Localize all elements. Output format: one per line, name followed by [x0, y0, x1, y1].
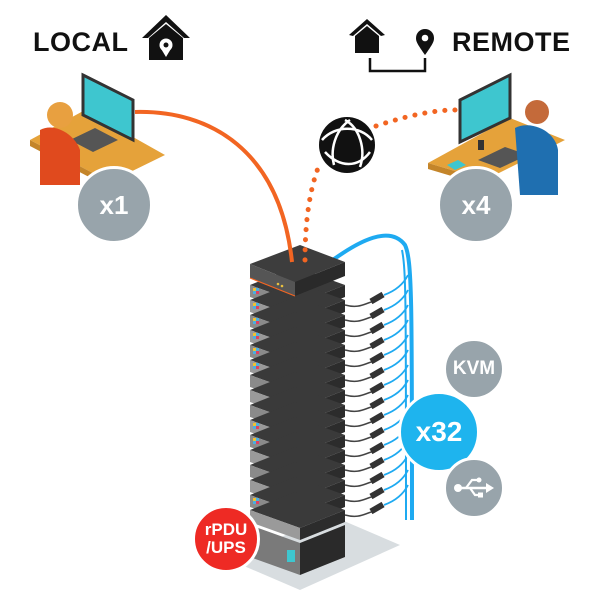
- globe-network-icon: [319, 117, 375, 173]
- target-dongle: [344, 304, 409, 338]
- target-dongles: [344, 274, 409, 518]
- local-label: LOCAL: [33, 27, 129, 57]
- home-icon: [349, 19, 385, 53]
- local-user-count: x1: [99, 189, 129, 220]
- server-rack: [250, 267, 345, 575]
- local-user-count-badge: x1: [75, 166, 153, 244]
- target-dongle: [344, 394, 409, 428]
- remote-link-2: [373, 107, 458, 129]
- kvm-switch: [249, 245, 345, 297]
- remote-user-count: x4: [461, 189, 491, 220]
- target-dongle: [344, 334, 409, 368]
- kvm-badge: KVM: [443, 338, 505, 400]
- target-dongle: [344, 484, 409, 518]
- target-dongle: [344, 319, 409, 353]
- target-dongle: [344, 289, 409, 323]
- target-dongle: [344, 349, 409, 383]
- local-workstation: [30, 72, 165, 188]
- target-dongle: [344, 274, 409, 308]
- target-link-trunk: [328, 233, 414, 521]
- location-pin-icon: [416, 29, 434, 55]
- local-link: [134, 109, 294, 263]
- remote-link: [302, 165, 321, 263]
- remote-user-count-badge: x4: [437, 166, 515, 244]
- power-label-line1: rPDU: [204, 520, 248, 539]
- home-pin-icon: [142, 15, 190, 60]
- server-unit: [250, 492, 345, 540]
- remote-label: REMOTE: [452, 27, 571, 57]
- target-dongle: [344, 364, 409, 398]
- target-dongle: [344, 379, 409, 413]
- power-label-line2: /UPS: [206, 538, 246, 557]
- power-badge: rPDU /UPS: [192, 505, 260, 573]
- ups-unit: [250, 525, 345, 575]
- target-dongle: [344, 469, 409, 503]
- target-count: x32: [415, 416, 463, 447]
- usb-badge: [443, 457, 505, 519]
- kvm-label: KVM: [452, 358, 496, 379]
- remote-connector-bracket: [368, 58, 427, 73]
- usb-icon: [454, 477, 494, 498]
